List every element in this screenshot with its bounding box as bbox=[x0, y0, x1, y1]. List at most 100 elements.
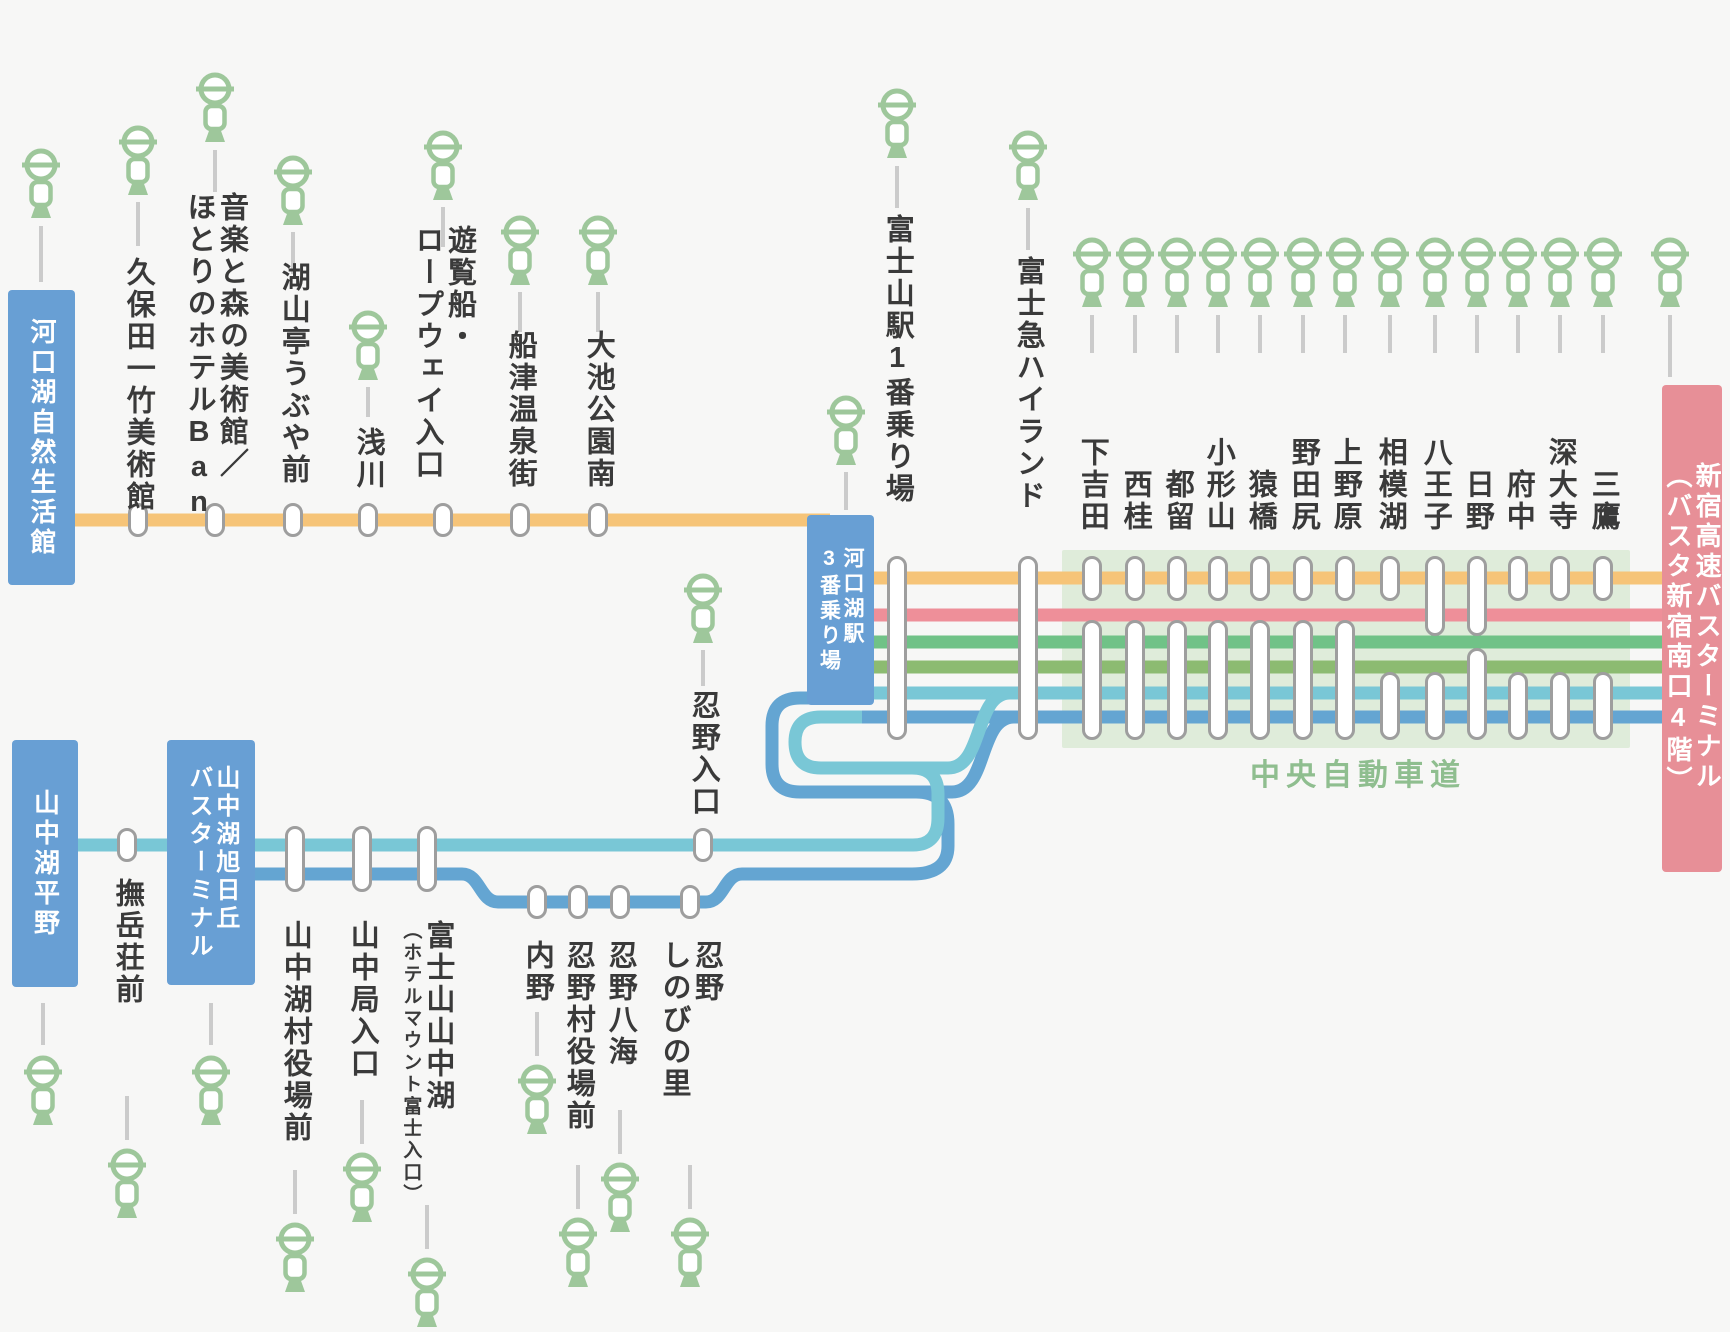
stop-marker bbox=[205, 503, 225, 537]
stop-marker bbox=[1593, 672, 1613, 740]
station-label-col: ロープウェイ入口 bbox=[411, 225, 443, 481]
connector-dash bbox=[425, 1205, 429, 1249]
bus-stop-icon bbox=[108, 1148, 146, 1218]
connector-dash bbox=[1388, 315, 1392, 353]
stop-marker bbox=[1425, 672, 1445, 740]
station-label-col: 上野原 bbox=[1329, 437, 1362, 533]
stop-marker bbox=[128, 503, 148, 537]
station-label-col: 内野 bbox=[521, 940, 554, 1004]
bus-stop-icon bbox=[343, 1152, 381, 1222]
stop-marker bbox=[283, 503, 303, 537]
stop-marker bbox=[285, 826, 305, 892]
bus-stop-icon-wrap bbox=[667, 1217, 713, 1292]
station-label-col: 八王子 bbox=[1419, 437, 1452, 533]
bus-stop-icon-wrap bbox=[1367, 237, 1413, 312]
stop-marker bbox=[1380, 556, 1400, 601]
connector-dash bbox=[1433, 315, 1437, 353]
connector-dash bbox=[1668, 315, 1672, 377]
connector-dash bbox=[213, 150, 217, 192]
bus-stop-icon-wrap bbox=[1069, 237, 1115, 312]
bus-stop-icon-wrap bbox=[1005, 130, 1051, 205]
station-label-col: ほとりのホテルBan bbox=[183, 192, 215, 521]
stop-marker bbox=[1467, 556, 1487, 636]
route-line-cyan-yamanakako bbox=[70, 686, 1011, 852]
station-label-col: 野田尻 bbox=[1287, 437, 1320, 533]
connector-dash bbox=[1133, 315, 1137, 353]
connector-dash bbox=[596, 292, 600, 332]
terminal-label-col: 河口湖自然生活館 bbox=[27, 317, 58, 558]
stop-marker bbox=[352, 826, 372, 892]
station-label-col: 忍野 bbox=[690, 940, 723, 1004]
connector-dash bbox=[125, 1096, 129, 1140]
bus-stop-icon bbox=[424, 130, 462, 200]
bus-stop-icon bbox=[518, 1064, 556, 1134]
stop-marker bbox=[1250, 620, 1270, 740]
connector-dash bbox=[366, 387, 370, 417]
connector-dash bbox=[39, 226, 43, 282]
station-label-col: 船津温泉街 bbox=[504, 330, 537, 490]
terminal-label: 山中湖旭日丘バスターミナル bbox=[184, 764, 239, 961]
station-label: 富士山駅1番乗り場 bbox=[881, 214, 913, 505]
station-label-col: 忍野八海 bbox=[604, 940, 637, 1068]
station-label-col: （ホテルマウント富士入口） bbox=[400, 920, 422, 1206]
terminal-label-col: バスターミナル bbox=[185, 764, 212, 961]
station-label: 内野 bbox=[521, 940, 553, 1004]
bus-stop-icon bbox=[1326, 237, 1364, 307]
terminal-label-col: 山中湖平野 bbox=[30, 788, 61, 939]
terminal-label-col: 山中湖旭日丘 bbox=[211, 764, 239, 933]
bus-stop-icon bbox=[601, 1162, 639, 1232]
bus-stop-icon-wrap bbox=[1112, 237, 1158, 312]
bus-stop-icon-wrap bbox=[1195, 237, 1241, 312]
bus-stop-icon-wrap bbox=[1322, 237, 1368, 312]
bus-stop-icon-wrap bbox=[514, 1064, 560, 1139]
stop-marker bbox=[1293, 556, 1313, 601]
stop-marker bbox=[1335, 556, 1355, 601]
bus-stop-icon-wrap bbox=[1412, 237, 1458, 312]
connector-dash bbox=[701, 650, 705, 686]
bus-stop-icon bbox=[1499, 237, 1537, 307]
station-label-col: 府中 bbox=[1502, 469, 1535, 533]
terminal-label: 山中湖平野 bbox=[30, 788, 61, 939]
bus-stop-icon-wrap bbox=[272, 1222, 318, 1297]
bus-stop-icon-wrap bbox=[115, 125, 161, 200]
station-label: 湖山亭うぶや前 bbox=[277, 262, 309, 486]
station-label-col: 猿橋 bbox=[1244, 469, 1277, 533]
station-label-col: しのびの里 bbox=[658, 940, 690, 1100]
bus-stop-icon bbox=[671, 1217, 709, 1287]
station-label: 富士山山中湖（ホテルマウント富士入口） bbox=[400, 920, 454, 1206]
stop-marker bbox=[1208, 620, 1228, 740]
bus-stop-icon-wrap bbox=[1154, 237, 1200, 312]
bus-stop-icon bbox=[501, 215, 539, 285]
bus-stop-icon-wrap bbox=[1454, 237, 1500, 312]
stop-marker bbox=[1125, 556, 1145, 601]
station-label-col: 西桂 bbox=[1119, 469, 1152, 533]
stop-marker bbox=[1082, 620, 1102, 740]
stop-marker bbox=[527, 885, 547, 919]
stop-marker bbox=[1335, 620, 1355, 740]
station-label-col: 浅川 bbox=[352, 427, 385, 491]
station-label: 浅川 bbox=[352, 427, 384, 491]
station-label: 遊覧船・ロープウェイ入口 bbox=[411, 225, 475, 481]
stop-marker bbox=[1082, 556, 1102, 601]
station-label: 深大寺 bbox=[1544, 437, 1576, 533]
stop-marker bbox=[433, 503, 453, 537]
bus-stop-icon bbox=[1651, 237, 1689, 307]
stop-marker bbox=[1018, 556, 1038, 740]
bus-stop-icon bbox=[1241, 237, 1279, 307]
bus-stop-icon bbox=[1541, 237, 1579, 307]
station-label-col: 大池公園南 bbox=[582, 330, 615, 490]
station-label-col: 富士山山中湖 bbox=[421, 920, 454, 1112]
connector-dash bbox=[1175, 315, 1179, 353]
bus-stop-icon-wrap bbox=[680, 573, 726, 648]
station-label: 三鷹 bbox=[1587, 469, 1619, 533]
bus-stop-icon-wrap bbox=[104, 1148, 150, 1223]
stop-marker bbox=[1467, 648, 1487, 740]
bus-stop-icon bbox=[1199, 237, 1237, 307]
terminal-label: 河口湖自然生活館 bbox=[27, 317, 58, 558]
bus-stop-icon bbox=[1116, 237, 1154, 307]
stop-marker bbox=[1167, 556, 1187, 601]
station-label-col: 都留 bbox=[1161, 469, 1194, 533]
bus-stop-icon bbox=[274, 155, 312, 225]
